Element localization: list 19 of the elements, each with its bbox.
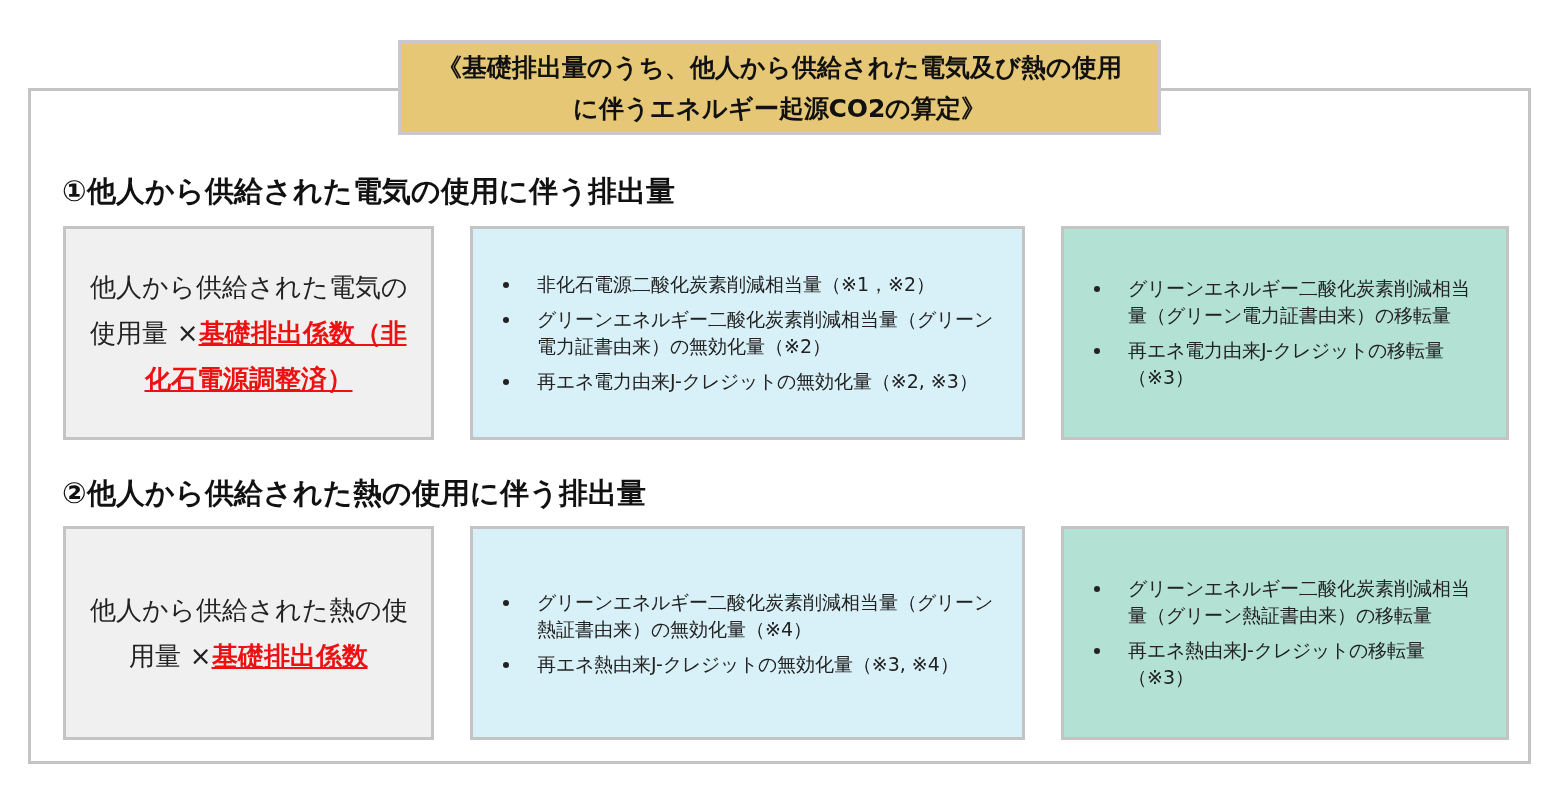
formula-box: 他人から供給された電気の使用量 ×基礎排出係数（非化石電源調整済） xyxy=(63,226,434,440)
outer-frame xyxy=(28,88,1531,764)
deduction-box xyxy=(470,226,1025,440)
section-heading: ②他人から供給された熱の使用に伴う排出量 xyxy=(62,475,646,512)
title-banner: 《基礎排出量のうち、他人から供給された電気及び熱の使用に伴うエネルギー起源CO2の算定》 xyxy=(398,40,1161,135)
bullet-item: グリーンエネルギー二酸化炭素削減相当量（グリーン電力証書由来）の無効化量（※2） xyxy=(501,306,1002,360)
section-heading: ①他人から供給された電気の使用に伴う排出量 xyxy=(62,173,675,210)
bullet-item: グリーンエネルギー二酸化炭素削減相当量（グリーン熱証書由来）の無効化量（※4） xyxy=(501,588,1002,643)
bullet-item: 再エネ電力由来J-クレジットの無効化量（※2, ※3） xyxy=(501,368,1002,395)
bullet-item: 再エネ熱由来J-クレジットの無効化量（※3, ※4） xyxy=(501,650,1002,678)
bullet-item: 非化石電源二酸化炭素削減相当量（※1，※2） xyxy=(501,271,1002,298)
bullet-item: グリーンエネルギー二酸化炭素削減相当量（グリーン電力証書由来）の移転量 xyxy=(1092,275,1486,329)
deduction-box xyxy=(1061,226,1509,440)
formula-box: 他人から供給された熱の使用量 ×基礎排出係数 xyxy=(63,526,434,740)
bullet-item: グリーンエネルギー二酸化炭素削減相当量（グリーン熱証書由来）の移転量 xyxy=(1092,575,1486,629)
deduction-box xyxy=(1061,526,1509,740)
deduction-box xyxy=(470,526,1025,740)
bullet-item: 再エネ電力由来J-クレジットの移転量（※3） xyxy=(1092,337,1486,391)
bullet-item: 再エネ熱由来J-クレジットの移転量（※3） xyxy=(1092,637,1486,691)
